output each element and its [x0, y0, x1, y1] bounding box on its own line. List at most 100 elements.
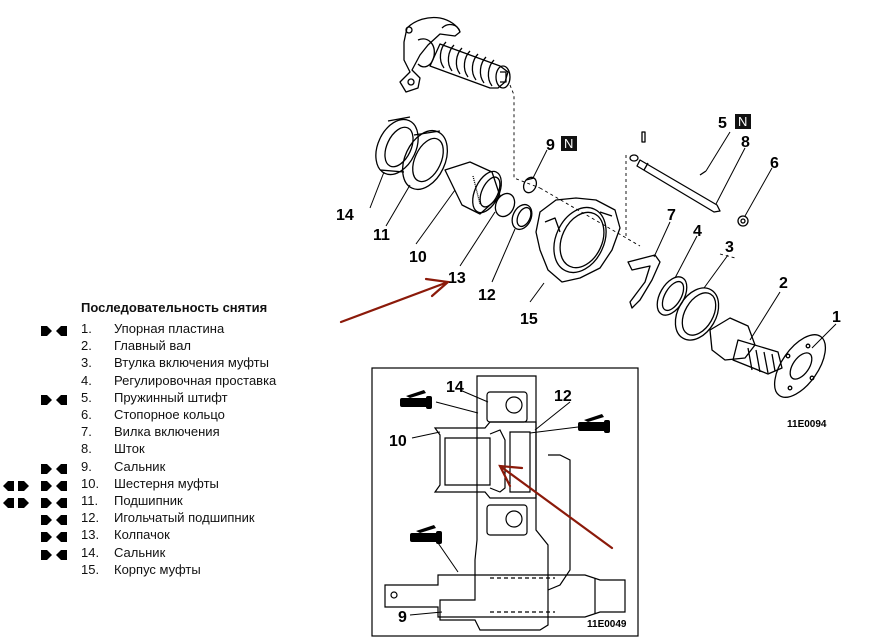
step-number: 5. — [81, 389, 92, 405]
step-number: 4. — [81, 372, 92, 388]
callout-14: 14 — [336, 207, 354, 224]
step-name: Упорная пластина — [114, 321, 225, 336]
step-name: Втулка включения муфты — [114, 355, 269, 371]
annotation-arrow-cap — [339, 280, 450, 324]
part-2-main-shaft — [709, 317, 783, 375]
list-item: 10. Шестерня муфты — [0, 476, 330, 493]
part-7-shift-fork — [627, 254, 661, 309]
removal-mark-icon — [41, 324, 67, 336]
sequence-title: Последовательность снятия — [81, 300, 268, 315]
step-number: 7. — [81, 424, 92, 440]
step-name: Подшипник — [114, 493, 183, 508]
callout-6: 6 — [770, 155, 779, 172]
step-number: 9. — [81, 458, 92, 474]
removal-mark-icon — [41, 462, 67, 474]
step-name: Сальник — [114, 544, 166, 560]
step-number: 11. — [81, 493, 99, 508]
part-12-needle-bearing — [511, 203, 533, 231]
removal-mark-icon — [41, 496, 67, 508]
annotation-arrows — [339, 277, 614, 550]
step-number: 15. — [81, 561, 100, 577]
callout-7: 7 — [667, 207, 676, 224]
step-name: Сальник — [114, 458, 166, 474]
list-item: 15. Корпус муфты — [0, 562, 330, 579]
removal-mark-icon — [41, 393, 67, 405]
step-name: Стопорное кольцо — [114, 407, 225, 422]
step-number: 2. — [81, 338, 92, 354]
callout-4: 4 — [693, 223, 702, 240]
section-callout-10: 10 — [389, 433, 407, 450]
callout-leader-lines — [369, 131, 837, 349]
callout-3: 3 — [725, 239, 734, 256]
annotation-arrowhead-section — [498, 464, 524, 488]
callout-15: 15 — [520, 311, 538, 328]
annotation-arrowhead-cap — [424, 277, 451, 298]
list-item: 6. Стопорное кольцо — [0, 407, 330, 424]
list-item: 9. Сальник — [0, 459, 330, 476]
section-callout-12: 12 — [554, 388, 572, 405]
section-view: 14 12 10 9 11E0049 — [371, 367, 639, 637]
section-view-frame — [371, 367, 639, 637]
step-number: 8. — [81, 441, 92, 457]
step-name: Шестерня муфты — [114, 475, 219, 491]
part-13-cap — [494, 192, 516, 218]
step-number: 10. — [81, 475, 100, 491]
bellows-boot-part — [429, 41, 511, 89]
list-item: 2.Главный вал — [0, 338, 330, 355]
callout-1: 1 — [832, 309, 841, 326]
installation-mark-icon — [3, 479, 29, 491]
grease-icon-3 — [410, 525, 442, 544]
step-number: 1. — [81, 321, 92, 336]
exploded-callouts: 1 2 3 4 5 6 7 8 9 10 11 12 13 14 15 N N … — [336, 114, 841, 430]
step-name: Корпус муфты — [114, 561, 201, 577]
new-part-badge-5: N — [735, 114, 751, 129]
removal-mark-icon — [41, 513, 67, 526]
step-number: 6. — [81, 407, 92, 422]
part-3-sleeve — [674, 287, 720, 341]
step-number: 13. — [81, 527, 100, 543]
annotation-arrow-section — [498, 464, 614, 550]
list-item: 7.Вилка включения — [0, 424, 330, 441]
svg-text:N: N — [738, 114, 747, 129]
svg-text:N: N — [564, 136, 573, 151]
step-number: 3. — [81, 355, 92, 371]
callout-13: 13 — [448, 270, 466, 287]
part-5-spring-pin — [641, 131, 707, 176]
part-15-clutch-housing — [535, 197, 621, 283]
list-item: 14. Сальник — [0, 545, 330, 562]
step-name: Шток — [114, 441, 145, 457]
list-item: 1. Упорная пластина — [0, 321, 330, 338]
step-name: Регулировочная проставка — [114, 372, 277, 388]
removal-mark-icon — [41, 479, 67, 491]
list-item: 8. Шток — [0, 441, 330, 458]
step-number: 14. — [81, 544, 100, 560]
part-8-rod — [629, 154, 721, 213]
list-item: 11. Подшипник — [0, 493, 330, 510]
step-name: Колпачок — [114, 527, 170, 543]
lever-housing-part — [399, 16, 461, 93]
callout-12: 12 — [478, 287, 496, 304]
part-11-bearing — [401, 130, 449, 190]
removal-mark-icon — [41, 548, 67, 560]
part-1-thrust-plate — [773, 334, 827, 398]
list-item: 12. Игольчатый подшипник — [0, 510, 330, 527]
part-6-snap-ring — [737, 215, 749, 227]
grease-icon-2 — [578, 414, 610, 433]
part-14-oil-seal — [375, 116, 419, 176]
step-name: Пружинный штифт — [114, 389, 228, 405]
part-10-clutch-gear — [444, 161, 502, 215]
part-9-oil-seal — [522, 176, 538, 194]
step-number: 12. — [81, 510, 100, 526]
step-name: Игольчатый подшипник — [114, 510, 255, 526]
list-item: 4. Регулировочная проставка — [0, 373, 330, 390]
list-item: 5. Пружинный штифт — [0, 390, 330, 407]
figure-code-exploded: 11E0094 — [787, 419, 827, 430]
installation-mark-icon — [3, 496, 29, 508]
section-callout-14: 14 — [446, 379, 464, 396]
list-item: 13. Колпачок — [0, 527, 330, 544]
callout-11: 11 — [373, 227, 390, 244]
callout-2: 2 — [779, 275, 788, 292]
figure-code-section: 11E0049 — [587, 619, 627, 630]
callout-10: 10 — [409, 249, 427, 266]
